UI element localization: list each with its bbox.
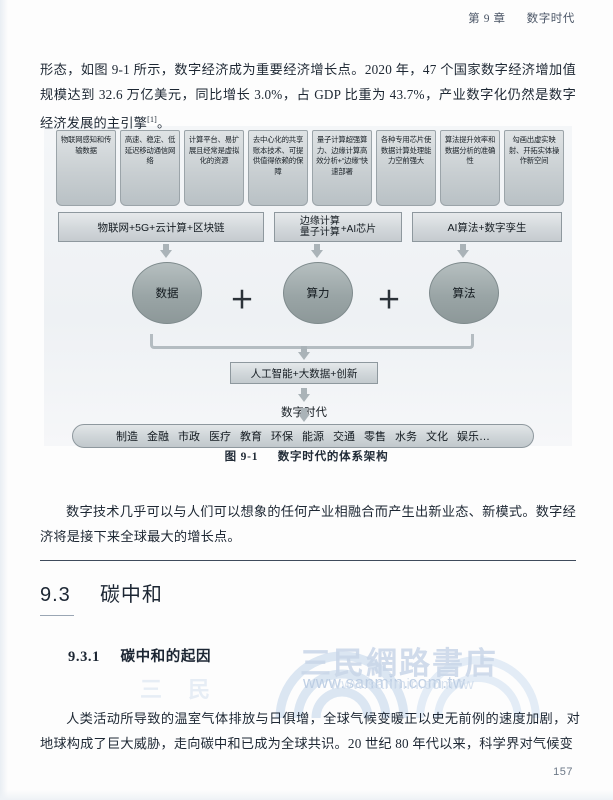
figure-ellipse: 算法 bbox=[429, 262, 499, 324]
section-heading-1-title: 碳中和 bbox=[99, 584, 163, 606]
figure-top-box: 高速、稳定、低延迟移动通信网络 bbox=[120, 130, 180, 206]
section-heading-2: 9.3.1 碳中和的起因 bbox=[68, 645, 211, 666]
page-edge-left bbox=[0, 0, 8, 800]
section-rule bbox=[40, 560, 576, 561]
plus-icon: ＋ bbox=[230, 287, 254, 314]
industry-item: 教育 bbox=[240, 431, 262, 443]
figure-mid-box-stack: 边缘计算 量子计算 bbox=[300, 216, 340, 239]
figure-caption-number: 图 9-1 bbox=[224, 451, 259, 463]
figure-ellipse: 算力 bbox=[283, 262, 353, 324]
industry-item: 能源 bbox=[302, 431, 324, 443]
figure-mid-box-label-top: 边缘计算 bbox=[299, 215, 340, 227]
paragraph-top-text: 形态，如图 9-1 所示，数字经济成为重要经济增长点。2020 年，47 个国家… bbox=[40, 62, 576, 131]
paragraph-middle-text: 数字技术几乎可以与人们可以想象的任何产业相融合而产生出新业态、新模式。数字经济将… bbox=[40, 504, 576, 545]
section-underline bbox=[40, 615, 74, 616]
figure-top-box-row: 物联网感知和传输数据 高速、稳定、低延迟移动通信网络 计算平台、易扩展且经常是虚… bbox=[56, 130, 564, 206]
industry-item: 娱乐… bbox=[457, 431, 490, 443]
paragraph-bottom-text: 人类活动所导致的温室气体排放与日俱增，全球气候变暖正以史无前例的速度加剧，对地球… bbox=[40, 711, 580, 752]
figure-mid-box: 物联网+5G+云计算+区块链 bbox=[58, 212, 264, 242]
figure-top-box: 勾画出虚实映射、开拓实体操作新空间 bbox=[504, 130, 564, 206]
plus-icon: ＋ bbox=[377, 287, 401, 314]
footnote-marker: [1] bbox=[147, 115, 158, 125]
running-head-chapter: 第 9 章 bbox=[468, 13, 506, 25]
figure-top-box: 去中心化的共享账本技术、可提供值得依赖的保障 bbox=[248, 130, 308, 206]
figure-ellipse-label: 算力 bbox=[306, 288, 330, 300]
arrow-down-icon bbox=[298, 408, 310, 422]
arrow-down-icon bbox=[298, 388, 310, 402]
industry-item: 金融 bbox=[147, 431, 169, 443]
figure-mid-box-row: 物联网+5G+云计算+区块链 边缘计算 量子计算 +AI芯片 AI算法+数字孪生 bbox=[58, 212, 562, 242]
industry-item: 环保 bbox=[271, 431, 293, 443]
figure-caption: 图 9-1 数字时代的体系架构 bbox=[0, 448, 613, 464]
figure-top-box: 计算平台、易扩展且经常是虚拟化的资源 bbox=[184, 130, 244, 206]
industry-item: 文化 bbox=[426, 431, 448, 443]
arrow-down-icon bbox=[298, 346, 310, 360]
page-number: 157 bbox=[553, 766, 573, 778]
section-heading-2-title: 碳中和的起因 bbox=[120, 649, 212, 665]
industry-item: 市政 bbox=[178, 431, 200, 443]
paragraph-top-end: 。 bbox=[157, 115, 171, 131]
page-edge-bottom bbox=[0, 790, 613, 800]
figure-ellipse: 数据 bbox=[132, 262, 202, 324]
watermark-url: www.sanmin.com.tw bbox=[303, 673, 466, 692]
figure-industry-bar: 制造 金融 市政 医疗 教育 环保 能源 交通 零售 水务 文化 娱乐… bbox=[72, 424, 534, 448]
arrow-down-icon bbox=[457, 244, 469, 258]
figure-top-box: 物联网感知和传输数据 bbox=[56, 130, 116, 206]
watermark-brand: 三民網路書店 bbox=[300, 646, 498, 681]
figure-mid-box: AI算法+数字孪生 bbox=[412, 212, 562, 242]
paragraph-top: 形态，如图 9-1 所示，数字经济成为重要经济增长点。2020 年，47 个国家… bbox=[40, 57, 576, 135]
watermark-brand-faint: 三 民 bbox=[140, 677, 221, 702]
arrow-down-icon bbox=[311, 244, 323, 258]
figure-top-box: 算法提升效率和数据分析的准确性 bbox=[440, 130, 500, 206]
figure-ai-box: 人工智能+大数据+创新 bbox=[230, 362, 378, 384]
industry-item: 医疗 bbox=[209, 431, 231, 443]
industry-item: 水务 bbox=[395, 431, 417, 443]
watermark-arc-icon bbox=[275, 651, 540, 719]
figure-ai-box-label: 人工智能+大数据+创新 bbox=[250, 367, 358, 380]
figure-ellipse-label: 数据 bbox=[155, 288, 179, 300]
arrow-down-icon bbox=[160, 244, 172, 258]
figure-mid-box-label-bottom: 量子计算 bbox=[299, 227, 340, 238]
figure-top-box: 量子计算超强算力、边缘计算高效分析+“边缘”快速部署 bbox=[312, 130, 372, 206]
paragraph-bottom: 人类活动所导致的温室气体排放与日俱增，全球气候变暖正以史无前例的速度加剧，对地球… bbox=[40, 706, 580, 756]
figure-mid-box: 边缘计算 量子计算 +AI芯片 bbox=[274, 212, 402, 242]
figure-mid-box-suffix: +AI芯片 bbox=[340, 223, 377, 235]
section-heading-2-number: 9.3.1 bbox=[68, 649, 100, 665]
running-head-title: 数字时代 bbox=[526, 13, 575, 25]
figure-top-box: 各种专用芯片使数据计算处理能力空前强大 bbox=[376, 130, 436, 206]
figure-diagram: 物联网感知和传输数据 高速、稳定、低延迟移动通信网络 计算平台、易扩展且经常是虚… bbox=[44, 126, 572, 448]
section-heading-1-number: 9.3 bbox=[40, 584, 71, 606]
section-heading-1: 9.3 碳中和 bbox=[40, 578, 163, 607]
paragraph-middle: 数字技术几乎可以与人们可以想象的任何产业相融合而产生出新业态、新模式。数字经济将… bbox=[40, 499, 576, 549]
figure-merge-connector bbox=[150, 334, 474, 349]
industry-item: 交通 bbox=[333, 431, 355, 443]
watermark-url-repeat: www.sanmin.com.tw bbox=[330, 676, 475, 693]
figure-ellipse-label: 算法 bbox=[452, 288, 476, 300]
running-head: 第 9 章 数字时代 bbox=[468, 10, 575, 26]
figure-mid-box-label: AI算法+数字孪生 bbox=[447, 221, 527, 234]
figure-mid-box-label: 物联网+5G+云计算+区块链 bbox=[97, 221, 225, 234]
figure-caption-title: 数字时代的体系架构 bbox=[277, 451, 389, 463]
industry-item: 制造 bbox=[116, 431, 138, 443]
industry-item: 零售 bbox=[364, 431, 386, 443]
